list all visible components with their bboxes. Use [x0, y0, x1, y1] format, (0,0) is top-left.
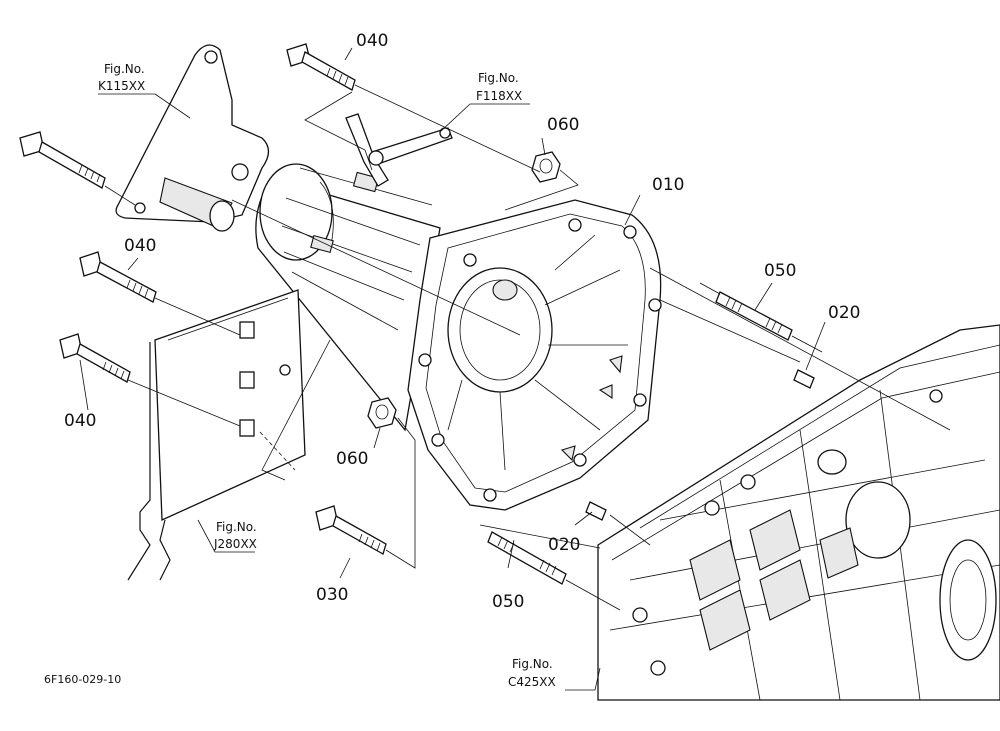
transmission-case-c425 — [597, 324, 1000, 701]
callout-020-lower: 020 — [548, 535, 580, 555]
fig-ref-c425-code: C425XX — [508, 675, 556, 689]
cover-plate-j280 — [127, 289, 306, 581]
callout-010: 010 — [652, 175, 684, 195]
fig-ref-f118-label: Fig.No. — [478, 71, 519, 85]
fig-ref-j280-label: Fig.No. — [216, 520, 257, 534]
fig-ref-j280: Fig.No. J280XX — [213, 520, 257, 551]
fig-ref-k115-code: K115XX — [98, 79, 145, 93]
callout-020-upper: 020 — [828, 303, 860, 323]
fig-ref-f118: Fig.No. F118XX — [476, 71, 522, 103]
assembly-lines — [79, 47, 951, 691]
callout-050-upper: 050 — [764, 261, 796, 281]
callout-060-lower: 060 — [336, 449, 368, 469]
callout-040-top: 040 — [356, 31, 388, 51]
callout-040-middle: 040 — [124, 236, 156, 256]
dowel-pin-020-upper — [793, 369, 815, 389]
nut-060-lower — [367, 397, 397, 429]
fig-ref-c425-label: Fig.No. — [512, 657, 553, 671]
transmission-housing — [255, 163, 662, 511]
fig-ref-c425: Fig.No. C425XX — [508, 657, 556, 689]
callout-labels: 040 060 010 040 050 020 040 060 020 030 … — [64, 31, 860, 612]
nut-060-upper — [531, 151, 561, 183]
lever-f118 — [345, 113, 453, 187]
fig-ref-k115-label: Fig.No. — [104, 62, 145, 76]
callout-060-upper: 060 — [547, 115, 579, 135]
dowel-pin-020-lower — [585, 501, 607, 521]
fig-ref-k115: Fig.No. K115XX — [98, 62, 145, 93]
bolt-030 — [315, 505, 387, 555]
fig-ref-f118-code: F118XX — [476, 89, 522, 103]
callout-030: 030 — [316, 585, 348, 605]
bolt-040-middle — [79, 251, 157, 303]
bolt-long-top-left — [19, 131, 106, 189]
bracket-k115 — [115, 44, 270, 232]
callout-050-lower: 050 — [492, 592, 524, 612]
bolt-040-lower — [59, 333, 131, 383]
stud-050-upper — [715, 291, 793, 341]
drawing-code: 6F160-029-10 — [44, 673, 121, 686]
callout-040-lower: 040 — [64, 411, 96, 431]
fig-ref-j280-code: J280XX — [213, 537, 257, 551]
bolt-040-top — [286, 43, 356, 91]
